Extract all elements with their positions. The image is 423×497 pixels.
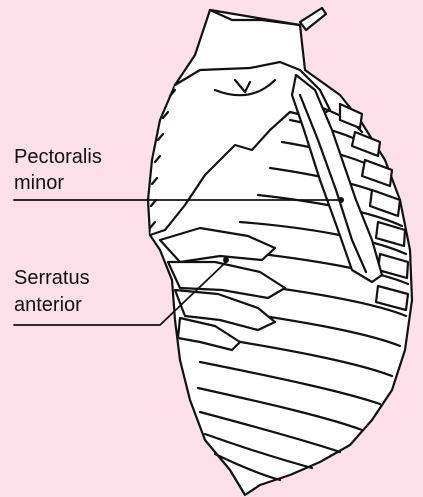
serratus-label-line1: Serratus [14, 266, 90, 290]
pectoralis-pointer-dot [338, 197, 344, 203]
serratus-pointer-dot [223, 257, 229, 263]
clavicle [300, 8, 326, 30]
serratus-label-line2: anterior [14, 293, 82, 317]
pectoralis-label-line1: Pectoralis [14, 145, 102, 169]
pectoralis-label-line2: minor [14, 171, 64, 195]
